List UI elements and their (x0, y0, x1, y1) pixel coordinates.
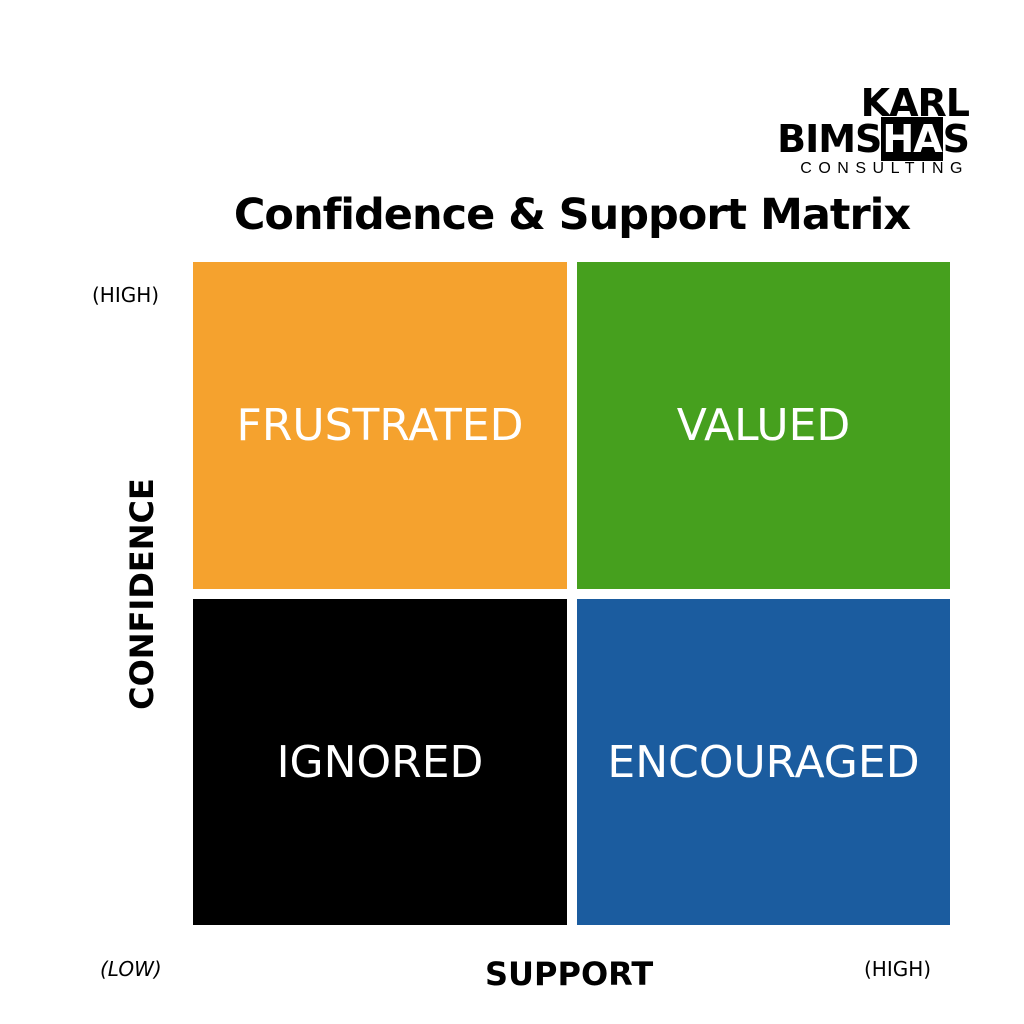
x-axis-high: (HIGH) (864, 957, 932, 981)
logo-line2: BIMSHAS (777, 117, 970, 161)
y-axis-high: (HIGH) (92, 283, 160, 307)
logo-subtitle: CONSULTING (800, 160, 969, 177)
quadrant-label: ENCOURAGED (607, 736, 920, 788)
quadrant-ignored: IGNORED (193, 599, 567, 925)
logo-line1: KARL (860, 81, 970, 125)
y-axis-label: CONFIDENCE (123, 478, 161, 710)
quadrant-label: FRUSTRATED (236, 400, 524, 451)
quadrant-label: IGNORED (276, 736, 484, 788)
quadrant-label: VALUED (676, 400, 851, 451)
logo-text: S (942, 117, 970, 161)
quadrant-valued: VALUED (577, 262, 950, 589)
page-title: Confidence & Support Matrix (233, 190, 911, 240)
logo-text: BIMS (777, 117, 882, 161)
x-axis-label: SUPPORT (485, 955, 654, 993)
logo-text-boxed: HA (881, 117, 943, 161)
quadrant-encouraged: ENCOURAGED (577, 599, 950, 925)
quadrant-frustrated: FRUSTRATED (193, 262, 567, 589)
x-axis-low: (LOW) (100, 957, 162, 981)
